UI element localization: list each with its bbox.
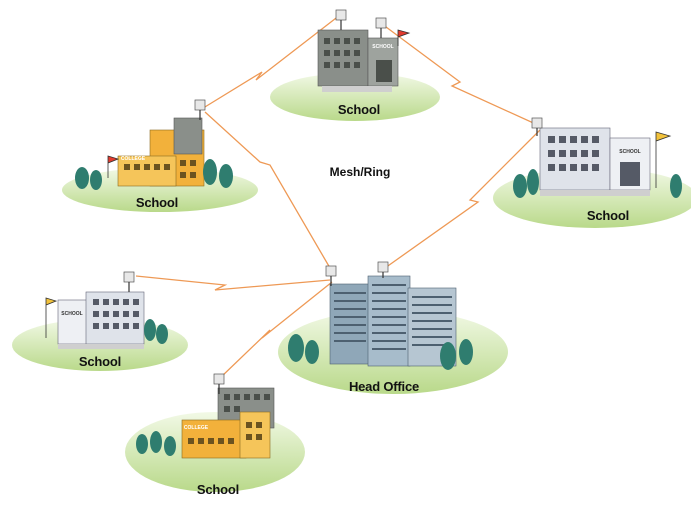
flag-icon	[45, 297, 58, 338]
node-label: School	[79, 354, 121, 369]
tree-icon	[305, 340, 319, 364]
antenna-icon	[375, 17, 387, 38]
link-top-left	[199, 14, 341, 111]
tree-icon	[219, 164, 233, 188]
link-top-right	[381, 23, 541, 127]
steps	[322, 86, 392, 92]
antenna-icon	[123, 271, 135, 292]
windows	[548, 136, 640, 186]
building-sign: COLLEGE	[184, 425, 209, 431]
windows	[124, 160, 196, 178]
tower	[173, 117, 203, 155]
tree-icon	[513, 174, 527, 198]
antenna-icon	[325, 265, 337, 286]
building-sign: SCHOOL	[372, 44, 393, 50]
flag-icon	[397, 29, 411, 46]
node-label: Head Office	[349, 379, 419, 394]
tree-icon	[150, 431, 162, 453]
school-bottom: COLLEGE School	[125, 373, 305, 497]
tree-icon	[203, 159, 217, 185]
windows	[324, 38, 392, 82]
antenna-icon	[194, 99, 206, 120]
node-label: School	[587, 208, 629, 223]
link-school3-center	[135, 275, 331, 291]
building	[57, 299, 89, 345]
building-sign: SCHOOL	[619, 149, 640, 155]
building-sign: COLLEGE	[121, 156, 146, 162]
tree-icon	[75, 167, 89, 189]
antenna-icon	[531, 117, 543, 136]
tree-icon	[527, 169, 539, 195]
link-school4-center	[219, 281, 333, 379]
school-top: SCHOOL School	[270, 9, 440, 121]
steps	[540, 190, 650, 196]
tree-icon	[136, 434, 148, 454]
head-office: Head Office	[278, 261, 508, 394]
node-label: School	[136, 195, 178, 210]
tree-icon	[440, 342, 456, 370]
school-mid-left: SCHOOL School	[12, 271, 188, 371]
link-right-center	[384, 129, 541, 269]
trees	[144, 319, 168, 344]
building-front	[117, 155, 177, 187]
trees	[136, 431, 176, 456]
node-label: School	[197, 482, 239, 497]
windows-lower	[188, 422, 262, 444]
building-tower	[367, 275, 411, 367]
school-left: COLLEGE School	[62, 99, 258, 212]
antenna-icon	[213, 373, 225, 394]
flag-icon	[107, 155, 120, 178]
steps	[58, 344, 144, 349]
node-label: School	[338, 102, 380, 117]
antenna-icon	[377, 261, 389, 278]
tree-icon	[144, 319, 156, 341]
tree-icon	[164, 436, 176, 456]
tree-icon	[90, 170, 102, 190]
flag-icon	[655, 131, 672, 188]
antenna-icon	[335, 9, 347, 30]
topology-label: Mesh/Ring	[330, 165, 391, 179]
building-sign: SCHOOL	[61, 311, 82, 317]
windows	[93, 299, 139, 329]
windows	[224, 394, 270, 412]
tree-icon	[156, 324, 168, 344]
building-tower	[239, 411, 271, 459]
tree-icon	[459, 339, 473, 365]
trees	[513, 169, 682, 198]
tree-icon	[288, 334, 304, 362]
trees	[288, 334, 473, 370]
links	[135, 14, 541, 379]
windows	[334, 284, 452, 350]
link-left-center	[204, 111, 331, 269]
tree-icon	[670, 174, 682, 198]
trees	[75, 159, 233, 190]
school-right: SCHOOL School	[493, 117, 691, 228]
